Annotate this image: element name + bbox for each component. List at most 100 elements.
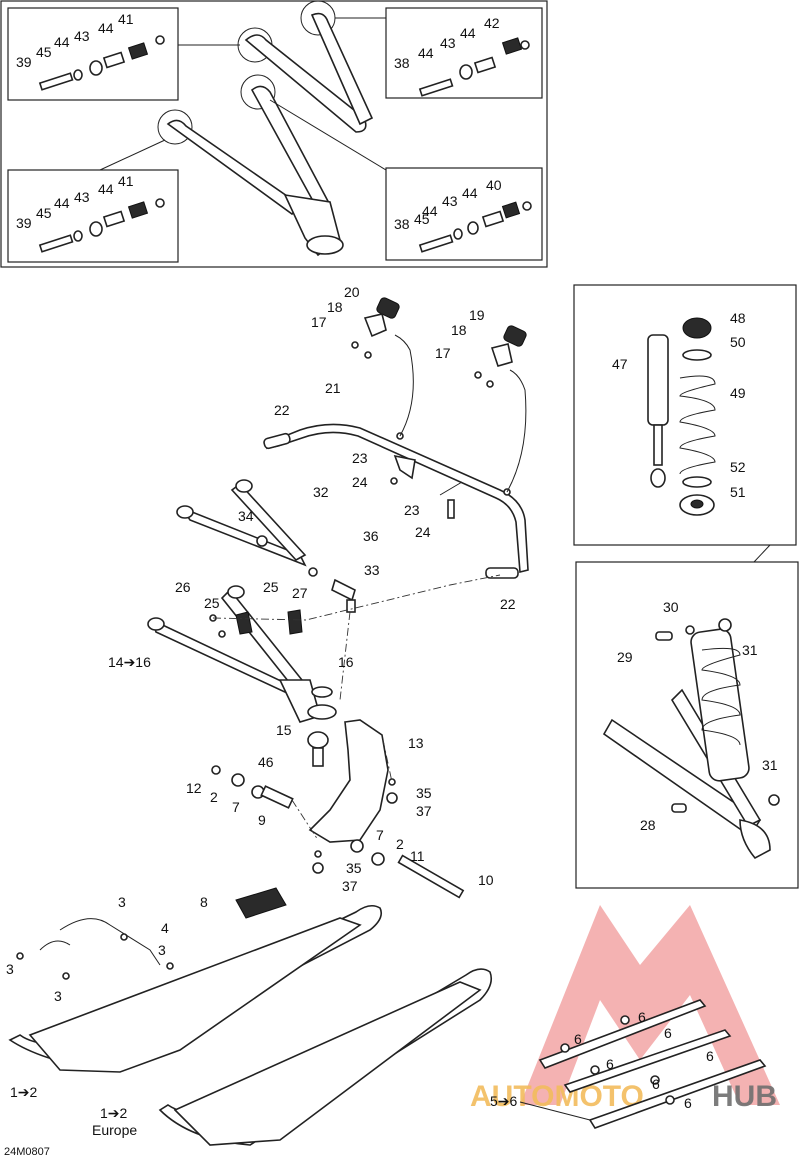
label-41: 41 bbox=[118, 11, 134, 27]
label-7: 7 bbox=[376, 827, 384, 843]
lower-control-arm bbox=[147, 585, 337, 723]
label-42: 42 bbox=[484, 15, 500, 31]
a-arm-panel: 39 45 44 43 44 41 42 44 43 44 38 39 45 4… bbox=[0, 0, 548, 268]
label-44: 44 bbox=[422, 203, 438, 219]
label-19: 19 bbox=[469, 307, 485, 323]
label-31: 31 bbox=[762, 757, 778, 773]
label-7: 7 bbox=[232, 799, 240, 815]
label-6: 6 bbox=[684, 1095, 692, 1111]
label-44: 44 bbox=[54, 195, 70, 211]
label-44: 44 bbox=[418, 45, 434, 61]
label-47: 47 bbox=[612, 356, 628, 372]
label-23: 23 bbox=[404, 502, 420, 518]
shock-mount-panel: 30 29 31 31 28 bbox=[575, 544, 799, 889]
diagram-code: 24M0807 bbox=[4, 1146, 50, 1158]
label-25: 25 bbox=[263, 579, 279, 595]
label-17: 17 bbox=[311, 314, 327, 330]
label-1-to-2: 1➔2 bbox=[10, 1084, 38, 1100]
label-45: 45 bbox=[414, 211, 430, 227]
spindle bbox=[211, 719, 465, 899]
label-6: 6 bbox=[574, 1031, 582, 1047]
label-32: 32 bbox=[313, 484, 329, 500]
label-31: 31 bbox=[742, 642, 758, 658]
label-50: 50 bbox=[730, 334, 746, 350]
label-16: 16 bbox=[338, 654, 354, 670]
label-43: 43 bbox=[74, 189, 90, 205]
label-35: 35 bbox=[416, 785, 432, 801]
label-6: 6 bbox=[652, 1076, 660, 1092]
watermark-brand-b: HUB bbox=[712, 1080, 777, 1113]
label-13: 13 bbox=[408, 735, 424, 751]
label-34: 34 bbox=[238, 508, 254, 524]
label-3: 3 bbox=[158, 942, 166, 958]
label-22: 22 bbox=[500, 596, 516, 612]
callout-labels: 20 18 17 19 18 17 21 22 23 24 23 24 32 3… bbox=[4, 284, 516, 1158]
label-48: 48 bbox=[730, 310, 746, 326]
label-3: 3 bbox=[54, 988, 62, 1004]
label-35: 35 bbox=[346, 860, 362, 876]
label-44: 44 bbox=[54, 34, 70, 50]
label-10: 10 bbox=[478, 872, 494, 888]
label-2: 2 bbox=[396, 836, 404, 852]
label-41: 41 bbox=[118, 173, 134, 189]
ski-wear-bar bbox=[235, 887, 287, 919]
hardware-set-bottom-right bbox=[418, 201, 532, 253]
label-europe: Europe bbox=[92, 1122, 137, 1138]
label-21: 21 bbox=[325, 380, 341, 396]
label-44: 44 bbox=[98, 181, 114, 197]
label-44: 44 bbox=[462, 185, 478, 201]
label-38: 38 bbox=[394, 55, 410, 71]
label-3: 3 bbox=[118, 894, 126, 910]
label-8: 8 bbox=[200, 894, 208, 910]
label-5-to-6: 5➔6 bbox=[490, 1093, 518, 1109]
shock-absorber-drawing bbox=[647, 317, 716, 516]
label-29: 29 bbox=[617, 649, 633, 665]
carbide-runner-group: 5➔6 6 6 6 6 6 6 6 bbox=[490, 999, 767, 1129]
watermark-logo: AUTOMOTO HUB bbox=[470, 905, 780, 1113]
label-26: 26 bbox=[175, 579, 191, 595]
label-1-to-2: 1➔2 bbox=[100, 1105, 128, 1121]
label-20: 20 bbox=[344, 284, 360, 300]
label-39: 39 bbox=[16, 54, 32, 70]
label-15: 15 bbox=[276, 722, 292, 738]
label-27: 27 bbox=[292, 585, 308, 601]
hardware-set-top-left bbox=[38, 35, 165, 91]
label-40: 40 bbox=[486, 177, 502, 193]
label-11: 11 bbox=[410, 848, 425, 864]
shock-mount-drawing bbox=[602, 618, 780, 860]
label-6: 6 bbox=[664, 1025, 672, 1041]
ski-left bbox=[8, 904, 383, 1073]
label-17: 17 bbox=[435, 345, 451, 361]
label-22: 22 bbox=[274, 402, 290, 418]
hardware-set-bottom-left bbox=[38, 198, 165, 253]
label-44: 44 bbox=[98, 20, 114, 36]
label-14-to-16: 14➔16 bbox=[108, 654, 151, 670]
label-6: 6 bbox=[638, 1009, 646, 1025]
label-6: 6 bbox=[706, 1048, 714, 1064]
watermark-brand-a: AUTOMOTO bbox=[470, 1080, 644, 1113]
label-43: 43 bbox=[74, 28, 90, 44]
label-18: 18 bbox=[327, 299, 343, 315]
label-39: 39 bbox=[16, 215, 32, 231]
upper-control-arm bbox=[176, 479, 356, 613]
label-51: 51 bbox=[730, 484, 746, 500]
label-33: 33 bbox=[364, 562, 380, 578]
label-49: 49 bbox=[730, 385, 746, 401]
label-28: 28 bbox=[640, 817, 656, 833]
label-43: 43 bbox=[442, 193, 458, 209]
label-4: 4 bbox=[161, 920, 169, 936]
label-6: 6 bbox=[606, 1056, 614, 1072]
label-2: 2 bbox=[210, 789, 218, 805]
label-24: 24 bbox=[352, 474, 368, 490]
ski-right bbox=[158, 968, 493, 1146]
label-24: 24 bbox=[415, 524, 431, 540]
label-3: 3 bbox=[6, 961, 14, 977]
label-37: 37 bbox=[416, 803, 432, 819]
label-18: 18 bbox=[451, 322, 467, 338]
label-45: 45 bbox=[36, 44, 52, 60]
label-12: 12 bbox=[186, 780, 202, 796]
hardware-set-top-right bbox=[418, 37, 530, 97]
label-25: 25 bbox=[204, 595, 220, 611]
label-23: 23 bbox=[352, 450, 368, 466]
upper-a-arm-drawing bbox=[99, 0, 387, 257]
